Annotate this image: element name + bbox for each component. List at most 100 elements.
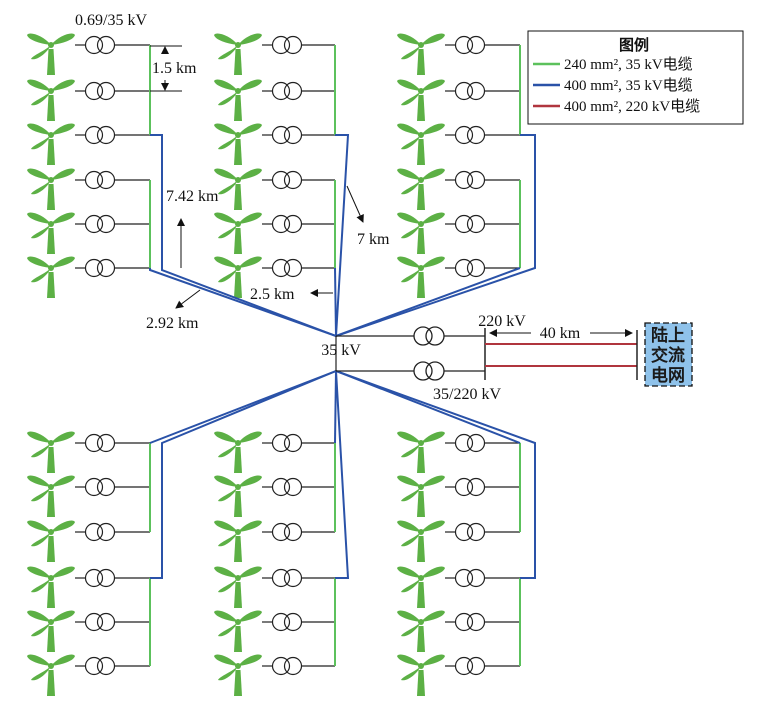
transformer-icon [271, 258, 303, 278]
turbine-blade [218, 224, 238, 239]
transformer-winding [96, 477, 116, 497]
turbine-blade [397, 431, 421, 443]
transformer-winding [466, 656, 486, 676]
cable-400-feeder [335, 134, 536, 337]
turbine-blade [218, 622, 238, 637]
transformer-winding [454, 214, 474, 234]
transformer-winding [454, 125, 474, 145]
turbine-hub [418, 132, 424, 138]
turbine-blade [218, 578, 238, 593]
turbine-tower [47, 536, 55, 562]
turbine-blade [51, 520, 75, 532]
transformer-winding [283, 433, 303, 453]
transformer-winding [96, 258, 116, 278]
turbine-blade [397, 256, 421, 268]
turbine-tower [47, 491, 55, 517]
wind-turbine-icon [27, 212, 75, 254]
transformer-icon [84, 522, 116, 542]
turbine-blade [218, 666, 238, 681]
transformer-icon [84, 125, 116, 145]
turbine-blade [27, 566, 51, 578]
turbine-tower [47, 447, 55, 473]
turbine-tower [417, 272, 425, 298]
wind-turbine-icon [397, 520, 445, 562]
wind-turbine-icon [214, 431, 262, 473]
transformer-winding [466, 214, 486, 234]
onshore-grid-box [644, 322, 693, 387]
turbine-blade [238, 212, 262, 224]
onshore-grid-line-2: 交流 [651, 345, 685, 365]
turbine-tower [47, 626, 55, 652]
turbine-tower [417, 536, 425, 562]
turbine-blade [51, 431, 75, 443]
onshore-grid-line-1: 陆上 [651, 326, 685, 345]
transformer-winding [96, 522, 116, 542]
turbine-hub [48, 42, 54, 48]
turbine-tower [47, 184, 55, 210]
wind-turbine-icon [214, 566, 262, 608]
turbine-blade [31, 45, 51, 60]
turbine-blade [218, 135, 238, 150]
annotations: 0.69/35 kV 1.5 km 7.42 km 7 km 2.5 km 2.… [75, 12, 390, 332]
feeder-a-arrow [175, 289, 201, 309]
transformer-winding [454, 35, 474, 55]
turbine-hub [48, 177, 54, 183]
turbine-cluster [27, 431, 151, 696]
turbine-blade [421, 520, 445, 532]
transformer-winding [454, 612, 474, 632]
substation-transformer-upper [425, 326, 445, 346]
turbine-tower [234, 95, 242, 121]
transformer-icon [84, 612, 116, 632]
turbine-hub [48, 663, 54, 669]
transformer-winding [466, 170, 486, 190]
turbine-blade [218, 487, 238, 502]
transformer-winding [283, 125, 303, 145]
transformer-winding [84, 522, 104, 542]
transformer-winding [466, 35, 486, 55]
transformer-winding [466, 612, 486, 632]
transformer-icon [271, 568, 303, 588]
turbine-hub [48, 440, 54, 446]
transformer-icon [454, 81, 486, 101]
transformer-winding [84, 656, 104, 676]
turbine-hub [48, 575, 54, 581]
turbine-blade [421, 212, 445, 224]
turbine-blade [31, 666, 51, 681]
feeder-c-label: 7 km [357, 231, 390, 248]
branch-length-label: 7.42 km [166, 188, 219, 205]
cable-400-feeder [335, 134, 350, 337]
transformer-winding [96, 568, 116, 588]
turbine-blade [27, 431, 51, 443]
transformer-winding [271, 258, 291, 278]
transformer-winding [283, 656, 303, 676]
cable-400-feeder [150, 134, 337, 337]
turbine-tower [417, 670, 425, 696]
wind-turbine-icon [214, 610, 262, 652]
turbine-blade [214, 475, 238, 487]
transformer-icon [84, 477, 116, 497]
turbine-blade [51, 33, 75, 45]
wind-turbine-icon [397, 33, 445, 75]
transformer-icon [454, 433, 486, 453]
transformer-winding [271, 568, 291, 588]
turbine-blade [238, 654, 262, 666]
legend-item-label: 400 mm², 35 kV电缆 [564, 77, 693, 94]
transformer-icon [271, 477, 303, 497]
transformer-icon [84, 568, 116, 588]
turbine-blade [31, 443, 51, 458]
legend-item-label: 240 mm², 35 kV电缆 [564, 56, 693, 73]
turbine-blade [397, 654, 421, 666]
wind-turbine-icon [397, 79, 445, 121]
turbine-tower [234, 626, 242, 652]
turbine-blade [401, 622, 421, 637]
feeder-cables [149, 134, 536, 579]
turbine-blade [27, 256, 51, 268]
turbine-blade [238, 33, 262, 45]
transformer-icon [454, 35, 486, 55]
transformer-winding [454, 258, 474, 278]
turbine-hub [48, 265, 54, 271]
transformer-winding [84, 125, 104, 145]
transformer-winding [96, 433, 116, 453]
substation-transformer-lower [425, 361, 445, 381]
